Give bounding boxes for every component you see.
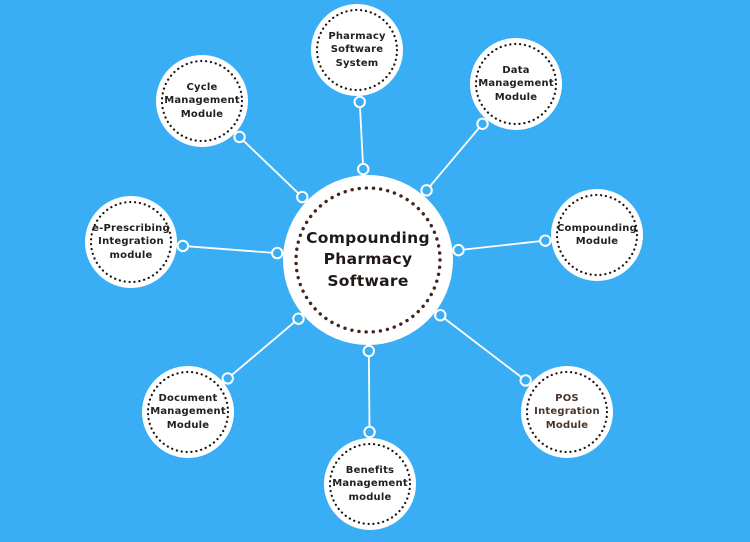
- connector-line: [458, 239, 546, 252]
- connector-endpoint-ring: [221, 372, 234, 385]
- connector-endpoint-ring: [176, 239, 190, 253]
- connector-line: [182, 245, 278, 255]
- node-pos-integration-module: POS Integration Module: [521, 366, 613, 458]
- node-label: Pharmacy Software System: [328, 31, 386, 69]
- node-label: POS Integration Module: [534, 393, 600, 431]
- node-label: Data Management Module: [478, 65, 554, 103]
- connector-endpoint-ring: [476, 117, 489, 130]
- connector-endpoint-ring: [452, 243, 465, 257]
- connector-endpoint-ring: [353, 95, 366, 109]
- node-data-management-module: Data Management Module: [470, 38, 562, 130]
- connector-endpoint-ring: [362, 344, 376, 358]
- node-label: Benefits Management module: [332, 465, 408, 503]
- node-label: e-Prescribing Integration module: [92, 223, 170, 261]
- connector-line: [439, 314, 527, 382]
- node-compounding-module: Compounding Module: [551, 189, 643, 281]
- connector-line: [367, 350, 371, 433]
- connector-endpoint-ring: [271, 246, 284, 260]
- connector-endpoint-ring: [292, 312, 305, 325]
- node-document-management-module: Document Management Module: [142, 366, 234, 458]
- connector-endpoint-ring: [363, 425, 376, 439]
- node-compounding-pharmacy-software: Compounding Pharmacy Software: [283, 175, 453, 345]
- connector-endpoint-ring: [233, 130, 246, 144]
- connector-line: [227, 318, 300, 380]
- node-label: Cycle Management Module: [164, 82, 240, 120]
- connector-endpoint-ring: [357, 162, 370, 176]
- node-cycle-management-module: Cycle Management Module: [156, 55, 248, 147]
- node-e-prescribing-integration-module: e-Prescribing Integration module: [85, 196, 177, 288]
- node-label: Document Management Module: [150, 393, 226, 431]
- node-pharmacy-software-system: Pharmacy Software System: [311, 4, 403, 96]
- connector-line: [238, 136, 303, 198]
- connector-endpoint-ring: [434, 309, 447, 322]
- central-node-label: Compounding Pharmacy Software: [306, 228, 430, 290]
- connector-line: [425, 123, 484, 191]
- node-label: Compounding Module: [557, 222, 637, 247]
- connector-endpoint-ring: [539, 234, 552, 247]
- connector-endpoint-ring: [420, 184, 433, 197]
- node-benefits-management-module: Benefits Management module: [324, 438, 416, 530]
- connector-line: [358, 101, 365, 170]
